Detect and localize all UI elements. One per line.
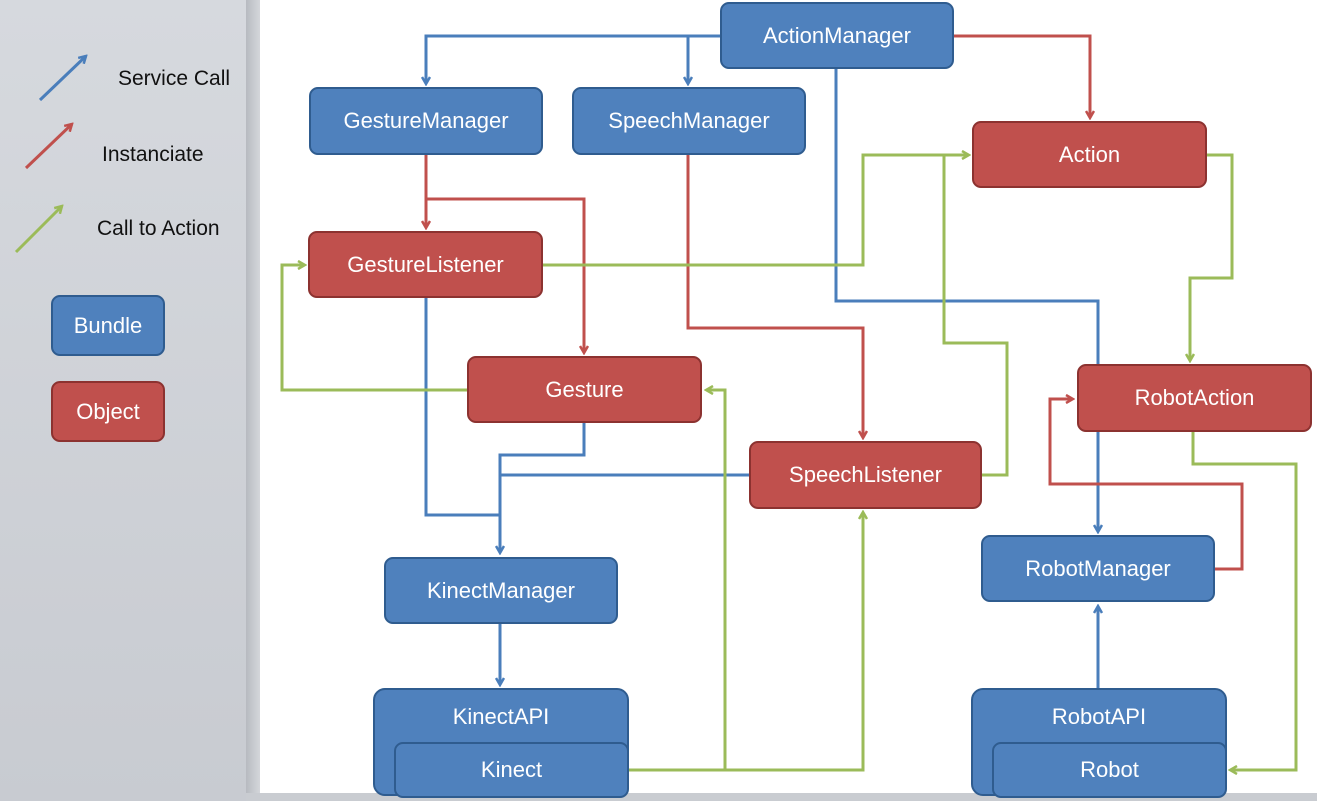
service-call-gesture-to-kinect-manager <box>500 423 586 553</box>
gesture-label: Gesture <box>545 376 624 402</box>
instanciate-speech-listener <box>686 155 863 438</box>
robot-action-label: RobotAction <box>1134 385 1255 410</box>
legend-service-call-label: Service Call <box>118 67 231 90</box>
call-speech-listener-to-action <box>942 155 1009 477</box>
robot-node[interactable]: Robot <box>992 742 1227 798</box>
kinect-label: Kinect <box>480 757 543 782</box>
speech-listener-label: SpeechListener <box>789 462 942 487</box>
call-gesture-to-gesture-listener <box>280 265 467 392</box>
legend-bundle-label: Bundle <box>73 312 143 338</box>
kinect-manager-node[interactable]: KinectManager <box>384 557 618 624</box>
robot-manager-label: RobotManager <box>1025 555 1171 581</box>
service-call-to-gesture-manager <box>426 34 720 84</box>
panel-divider <box>246 0 260 801</box>
robot-label: Robot <box>1080 757 1139 782</box>
action-manager-label: ActionManager <box>763 22 911 48</box>
canvas-bottom-edge <box>246 793 1317 801</box>
call-robot-action-to-robot <box>1191 432 1298 770</box>
call-gesture-listener-to-action <box>543 155 969 267</box>
robot-api-label: RobotAPI <box>1051 704 1147 729</box>
gesture-node[interactable]: Gesture <box>467 356 702 423</box>
kinect-manager-label: KinectManager <box>427 577 575 603</box>
legend-object-label: Object <box>76 398 140 424</box>
robot-action-node[interactable]: RobotAction <box>1077 364 1312 432</box>
speech-manager-node[interactable]: SpeechManager <box>572 87 806 155</box>
action-node[interactable]: Action <box>972 121 1207 188</box>
legend-call-to-action-arrow <box>14 206 62 254</box>
call-action-to-robot-action <box>1190 153 1234 361</box>
legend-instanciate-label: Instanciate <box>102 143 204 166</box>
legend-object-box: Object <box>51 381 165 442</box>
gesture-manager-node[interactable]: GestureManager <box>309 87 543 155</box>
kinect-api-label: KinectAPI <box>452 704 550 729</box>
call-kinect-to-gesture <box>628 390 727 772</box>
gesture-manager-label: GestureManager <box>343 108 509 133</box>
legend-call-to-action-label: Call to Action <box>97 217 220 240</box>
robot-manager-node[interactable]: RobotManager <box>981 535 1215 602</box>
action-manager-node[interactable]: ActionManager <box>720 2 954 69</box>
instanciate-action <box>954 34 1090 118</box>
gesture-listener-node[interactable]: GestureListener <box>308 231 543 298</box>
action-label: Action <box>1058 141 1121 167</box>
service-call-gesture-listener-to-kinect-manager <box>424 298 500 517</box>
instanciate-robot-action <box>1048 399 1244 571</box>
kinect-node[interactable]: Kinect <box>394 742 629 798</box>
legend-service-call-arrow <box>38 56 86 102</box>
gesture-listener-label: GestureListener <box>347 251 504 277</box>
speech-manager-label: SpeechManager <box>608 108 770 133</box>
instanciate-gesture <box>426 197 584 353</box>
legend-instanciate-arrow <box>24 124 72 170</box>
call-kinect-to-speech-listener <box>628 512 863 772</box>
speech-listener-node[interactable]: SpeechListener <box>749 441 982 509</box>
legend-bundle-box: Bundle <box>51 295 165 356</box>
